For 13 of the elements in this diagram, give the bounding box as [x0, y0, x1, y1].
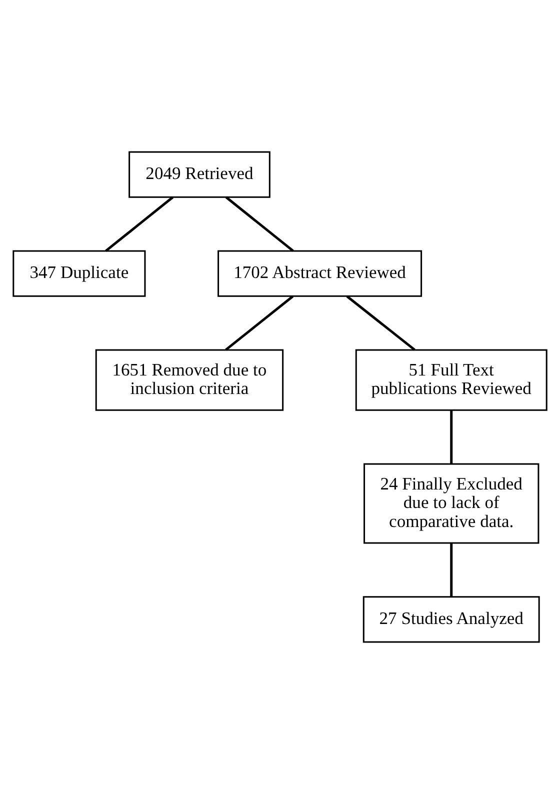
connector: [225, 196, 294, 252]
node-box: 347 Duplicate: [12, 250, 146, 296]
connector: [450, 410, 453, 464]
connector: [450, 542, 453, 596]
node-box: 24 Finally Excluded due to lack of comparative data.: [364, 462, 540, 544]
node-box: 51 Full Text publications Reviewed: [355, 348, 548, 410]
connector: [225, 294, 294, 350]
node-box: 1702 Abstract Reviewed: [218, 250, 422, 296]
connector: [346, 294, 416, 350]
connector: [105, 196, 174, 252]
node-box: 27 Studies Analyzed: [362, 596, 540, 642]
node-box: 2049 Retrieved: [128, 150, 270, 198]
node-box: 1651 Removed due to inclusion criteria: [95, 348, 284, 410]
